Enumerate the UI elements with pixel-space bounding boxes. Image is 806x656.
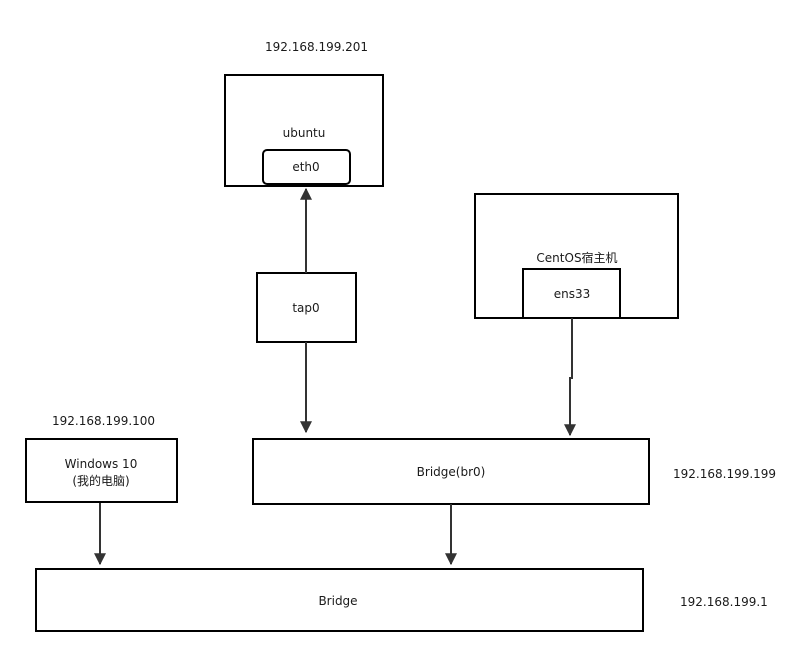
bridge-label: Bridge (318, 594, 357, 608)
bridge-ip-label: 192.168.199.1 (680, 595, 768, 609)
ubuntu-label: ubuntu (283, 126, 326, 140)
br0-label: Bridge(br0) (417, 465, 486, 479)
windows-label-line2: (我的电脑) (72, 473, 129, 488)
eth0-node (262, 149, 351, 185)
windows-node (25, 438, 178, 503)
br0-ip-label: 192.168.199.199 (673, 467, 776, 481)
tap0-label: tap0 (292, 301, 319, 315)
eth0-label: eth0 (292, 160, 319, 174)
ens33-label: ens33 (554, 287, 591, 301)
windows-ip-label: 192.168.199.100 (52, 414, 155, 428)
ubuntu-ip-label: 192.168.199.201 (265, 40, 368, 54)
centos-host-label: CentOS宿主机 (536, 250, 617, 265)
bridge-node (35, 568, 644, 632)
edge-ens33-to-br0 (564, 318, 576, 437)
windows-label-line1: Windows 10 (65, 457, 138, 471)
